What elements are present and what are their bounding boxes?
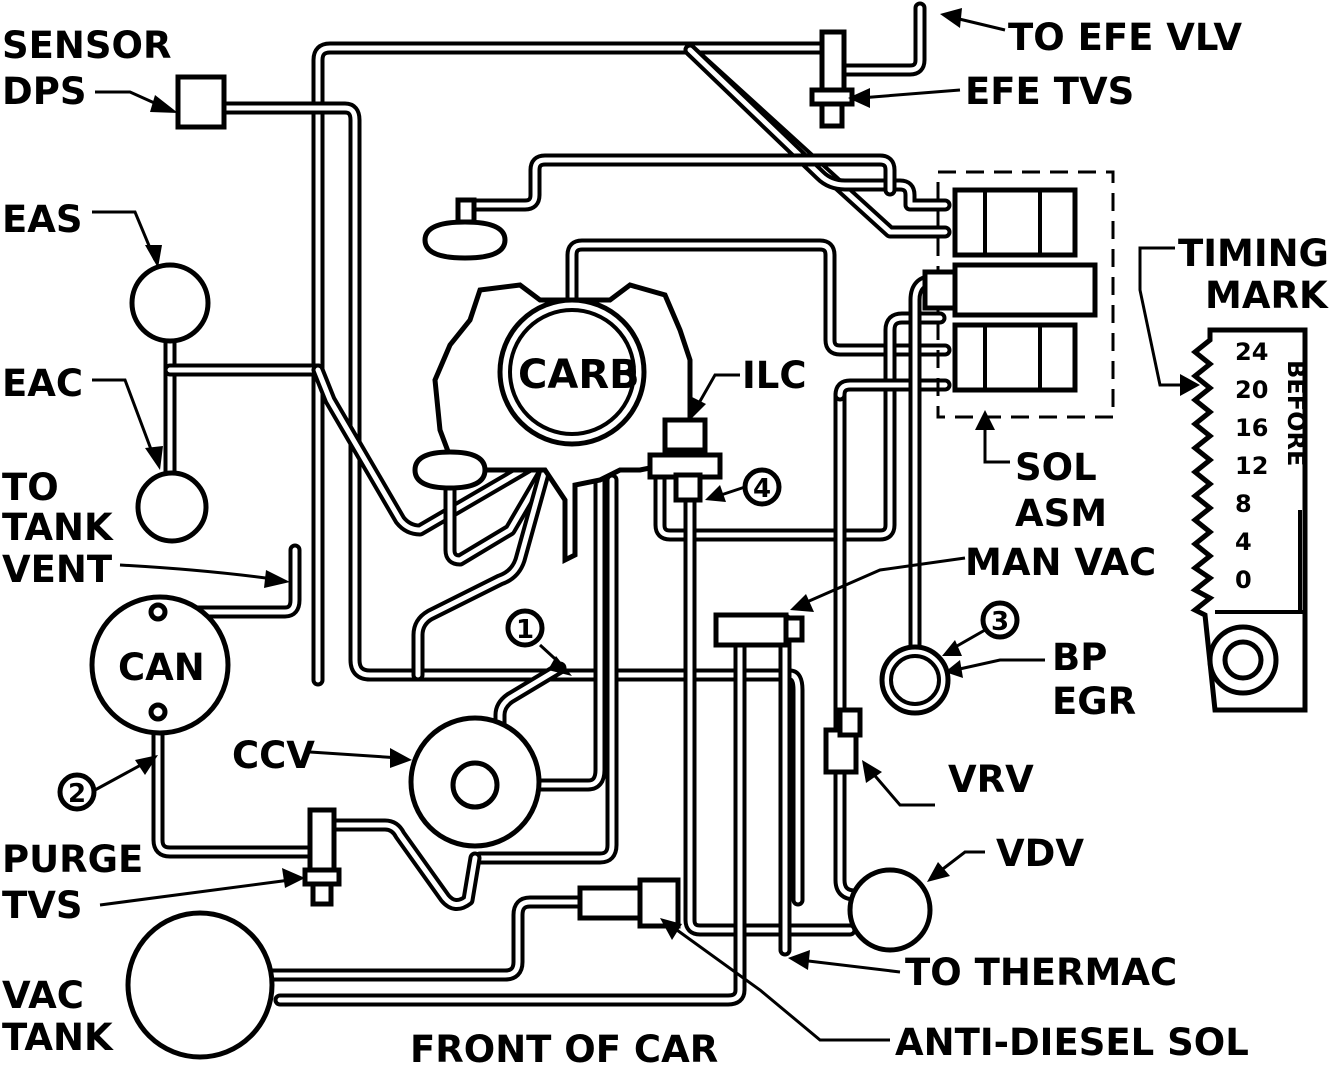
callout-1-number: 1 (516, 615, 534, 645)
timing-tick-label: 8 (1235, 490, 1252, 518)
carb-diaphragm-upper (422, 219, 508, 261)
label-to: TO (2, 466, 59, 509)
timing-tick-label: 16 (1235, 414, 1268, 442)
carb-air-cleaner-inner (508, 308, 636, 436)
callout-3-number: 3 (991, 607, 1009, 637)
timing-scale: 24 20 16 12 8 4 0 (1235, 338, 1268, 594)
label-vrv: VRV (948, 758, 1034, 801)
carb-diaphragm-lower (412, 449, 488, 491)
eas-valve (129, 262, 211, 344)
text-labels: SENSOR DPS EAS EAC TO TANK VENT CAN CCV … (2, 16, 1329, 1068)
label-front-of-car: FRONT OF CAR (410, 1028, 718, 1068)
timing-bolt-hole-inner (1222, 639, 1264, 681)
label-purge: PURGE (2, 838, 143, 881)
label-anti-diesel-sol: ANTI-DIESEL SOL (895, 1021, 1249, 1064)
timing-plate (1190, 327, 1308, 713)
label-dps: DPS (2, 70, 86, 113)
label-timing: TIMING (1178, 232, 1329, 275)
anti-diesel-solenoid-end (637, 877, 681, 929)
callout-2-circle (57, 772, 97, 812)
efe-tvs (819, 29, 847, 93)
components (89, 29, 1308, 1060)
hose-can-purge (151, 705, 325, 859)
man-vac-cap (783, 615, 805, 643)
timing-tick-label: 24 (1235, 338, 1268, 366)
canister (89, 594, 231, 736)
label-carb: CARB (518, 352, 640, 398)
callout-2-number: 2 (68, 779, 86, 809)
purge-tvs (307, 807, 337, 873)
label-sol: SOL (1015, 446, 1097, 489)
hose-vac-tank (263, 895, 587, 982)
bp-egr-inner (889, 654, 941, 706)
label-eac: EAC (2, 362, 83, 405)
label-vac-tank: TANK (2, 1016, 114, 1059)
label-vac: VAC (2, 974, 84, 1017)
label-egr: EGR (1052, 680, 1136, 723)
label-vdv: VDV (996, 832, 1084, 875)
callouts: 1 2 3 4 (57, 467, 1020, 812)
label-asm: ASM (1015, 492, 1107, 535)
vacuum-hoses (151, 1, 952, 1007)
hose-efe-valve (831, 1, 927, 77)
timing-tick-label: 4 (1235, 528, 1252, 556)
carb-air-cleaner (497, 297, 647, 447)
sol-asm-port (922, 269, 958, 311)
vrv-top (837, 707, 863, 738)
timing-tick-label: 20 (1235, 376, 1268, 404)
label-purge-tvs: TVS (2, 884, 83, 927)
man-vac-fitting (713, 612, 789, 648)
label-bp: BP (1052, 636, 1107, 679)
sol-asm-mid-block (952, 262, 1098, 318)
hose-vrv (833, 388, 877, 902)
label-before: BEFORE (1282, 360, 1310, 466)
timing-tick-label: 0 (1235, 566, 1252, 594)
carb-diaphragm-upper-cap (455, 197, 477, 225)
hose-bp-egr (908, 273, 942, 657)
label-tank: TANK (2, 506, 114, 549)
label-vent: VENT (2, 548, 113, 591)
sol-asm-bot-block (952, 322, 1078, 393)
callout-1-circle (505, 608, 545, 648)
sol-asm-top-block (952, 187, 1078, 258)
label-to-thermac: TO THERMAC (905, 951, 1177, 994)
sensor-dps-box (175, 74, 227, 130)
purge-tvs-nut (310, 881, 334, 907)
can-port-top (148, 602, 168, 622)
label-eas: EAS (2, 198, 83, 241)
hose-center-vertical (683, 483, 857, 937)
vdv-valve (847, 867, 933, 953)
ilc-actuator (662, 417, 708, 453)
vacuum-tank (125, 910, 275, 1060)
timing-tick-label: 12 (1235, 452, 1268, 480)
anti-diesel-solenoid (577, 885, 643, 921)
can-port-bottom (148, 702, 168, 722)
label-man-vac: MAN VAC (965, 541, 1156, 584)
efe-tvs-nut (819, 101, 845, 129)
eac-valve (135, 470, 209, 544)
ilc-stem (673, 472, 703, 503)
callout-3-circle (980, 600, 1020, 640)
ccv-center (450, 760, 500, 810)
label-ilc: ILC (742, 354, 807, 397)
label-ccv: CCV (232, 734, 315, 777)
leader-lines (92, 8, 1200, 1042)
label-to-efe-vlv: TO EFE VLV (1008, 16, 1242, 59)
label-sensor: SENSOR (2, 24, 171, 67)
label-mark: MARK (1205, 274, 1329, 317)
label-efe-tvs: EFE TVS (965, 70, 1134, 113)
label-can: CAN (118, 646, 205, 689)
callout-4-number: 4 (753, 474, 771, 504)
